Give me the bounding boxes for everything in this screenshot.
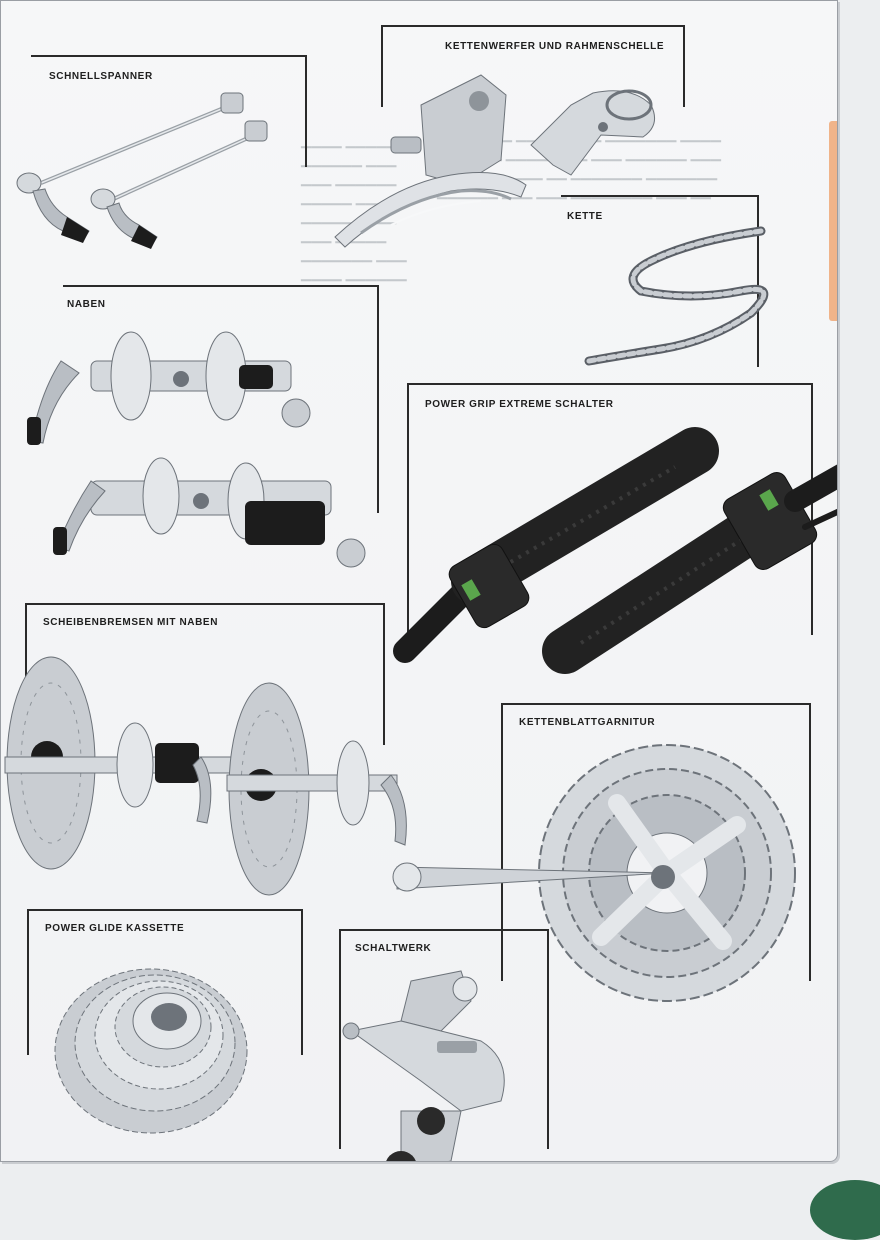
- frame-naben: [63, 285, 379, 513]
- rear-derailleur-icon: [342, 970, 505, 1161]
- label-kette: KETTE: [567, 211, 603, 222]
- frame-scheibenbremsen: [25, 603, 385, 745]
- label-schnellspanner: SCHNELLSPANNER: [49, 71, 153, 82]
- disc-2: [226, 682, 407, 896]
- frame-kette: [561, 195, 759, 367]
- label-scheibenbremsen: SCHEIBENBREMSEN MIT NABEN: [43, 617, 219, 628]
- skewer-1: [16, 92, 244, 243]
- label-kettenblatt: KETTENBLATTGARNITUR: [519, 717, 656, 728]
- rear-hub: [53, 457, 366, 568]
- frame-clamp: [530, 89, 656, 176]
- frame-power-grip: [407, 383, 813, 635]
- quick-release-skewer-icon: [16, 92, 268, 249]
- cassette-icon: [54, 968, 248, 1134]
- label-schaltwerk: SCHALTWERK: [355, 943, 432, 954]
- label-power-glide: POWER GLIDE KASSETTE: [45, 923, 185, 934]
- frame-schnellspanner: [31, 55, 307, 167]
- bleed-through-text-2: ▁▁▁▁ ▁▁▁▁▁▁▁▁▁▁▁ ▁▁▁▁▁▁ ▁▁▁▁▁▁▁▁▁▁▁ ▁▁▁▁…: [301, 133, 407, 281]
- disc-brake-icon: [4, 656, 407, 896]
- right-grip: [542, 464, 837, 674]
- crankset-icon: [392, 744, 796, 1002]
- catalog-page: ▁▁▁ ▁▁▁▁ ▁▁▁▁▁ ▁▁▁ ▁▁▁▁▁▁▁ ▁▁▁▁▁▁▁▁ ▁▁ ▁…: [0, 0, 838, 1162]
- skewer-2: [90, 120, 268, 249]
- label-naben: NABEN: [67, 299, 106, 310]
- disc-1: [4, 656, 236, 870]
- label-kettenwerfer: KETTENWERFER UND RAHMENSCHELLE: [445, 41, 665, 52]
- frame-power-glide: [27, 909, 303, 1055]
- hub-icon: [27, 331, 366, 568]
- label-power-grip: POWER GRIP EXTREME SCHALTER: [425, 399, 614, 410]
- left-grip: [393, 427, 719, 663]
- front-hub: [27, 331, 311, 445]
- edge-tab: [829, 121, 837, 321]
- front-derailleur-icon: [334, 74, 656, 248]
- frame-schaltwerk: [339, 929, 549, 1149]
- chain-icon: [584, 226, 769, 366]
- grip-shifter-icon: [393, 427, 837, 674]
- corner-blob: [810, 1180, 880, 1240]
- frame-kettenwerfer: [381, 25, 685, 107]
- frame-kettenblatt: [501, 703, 811, 981]
